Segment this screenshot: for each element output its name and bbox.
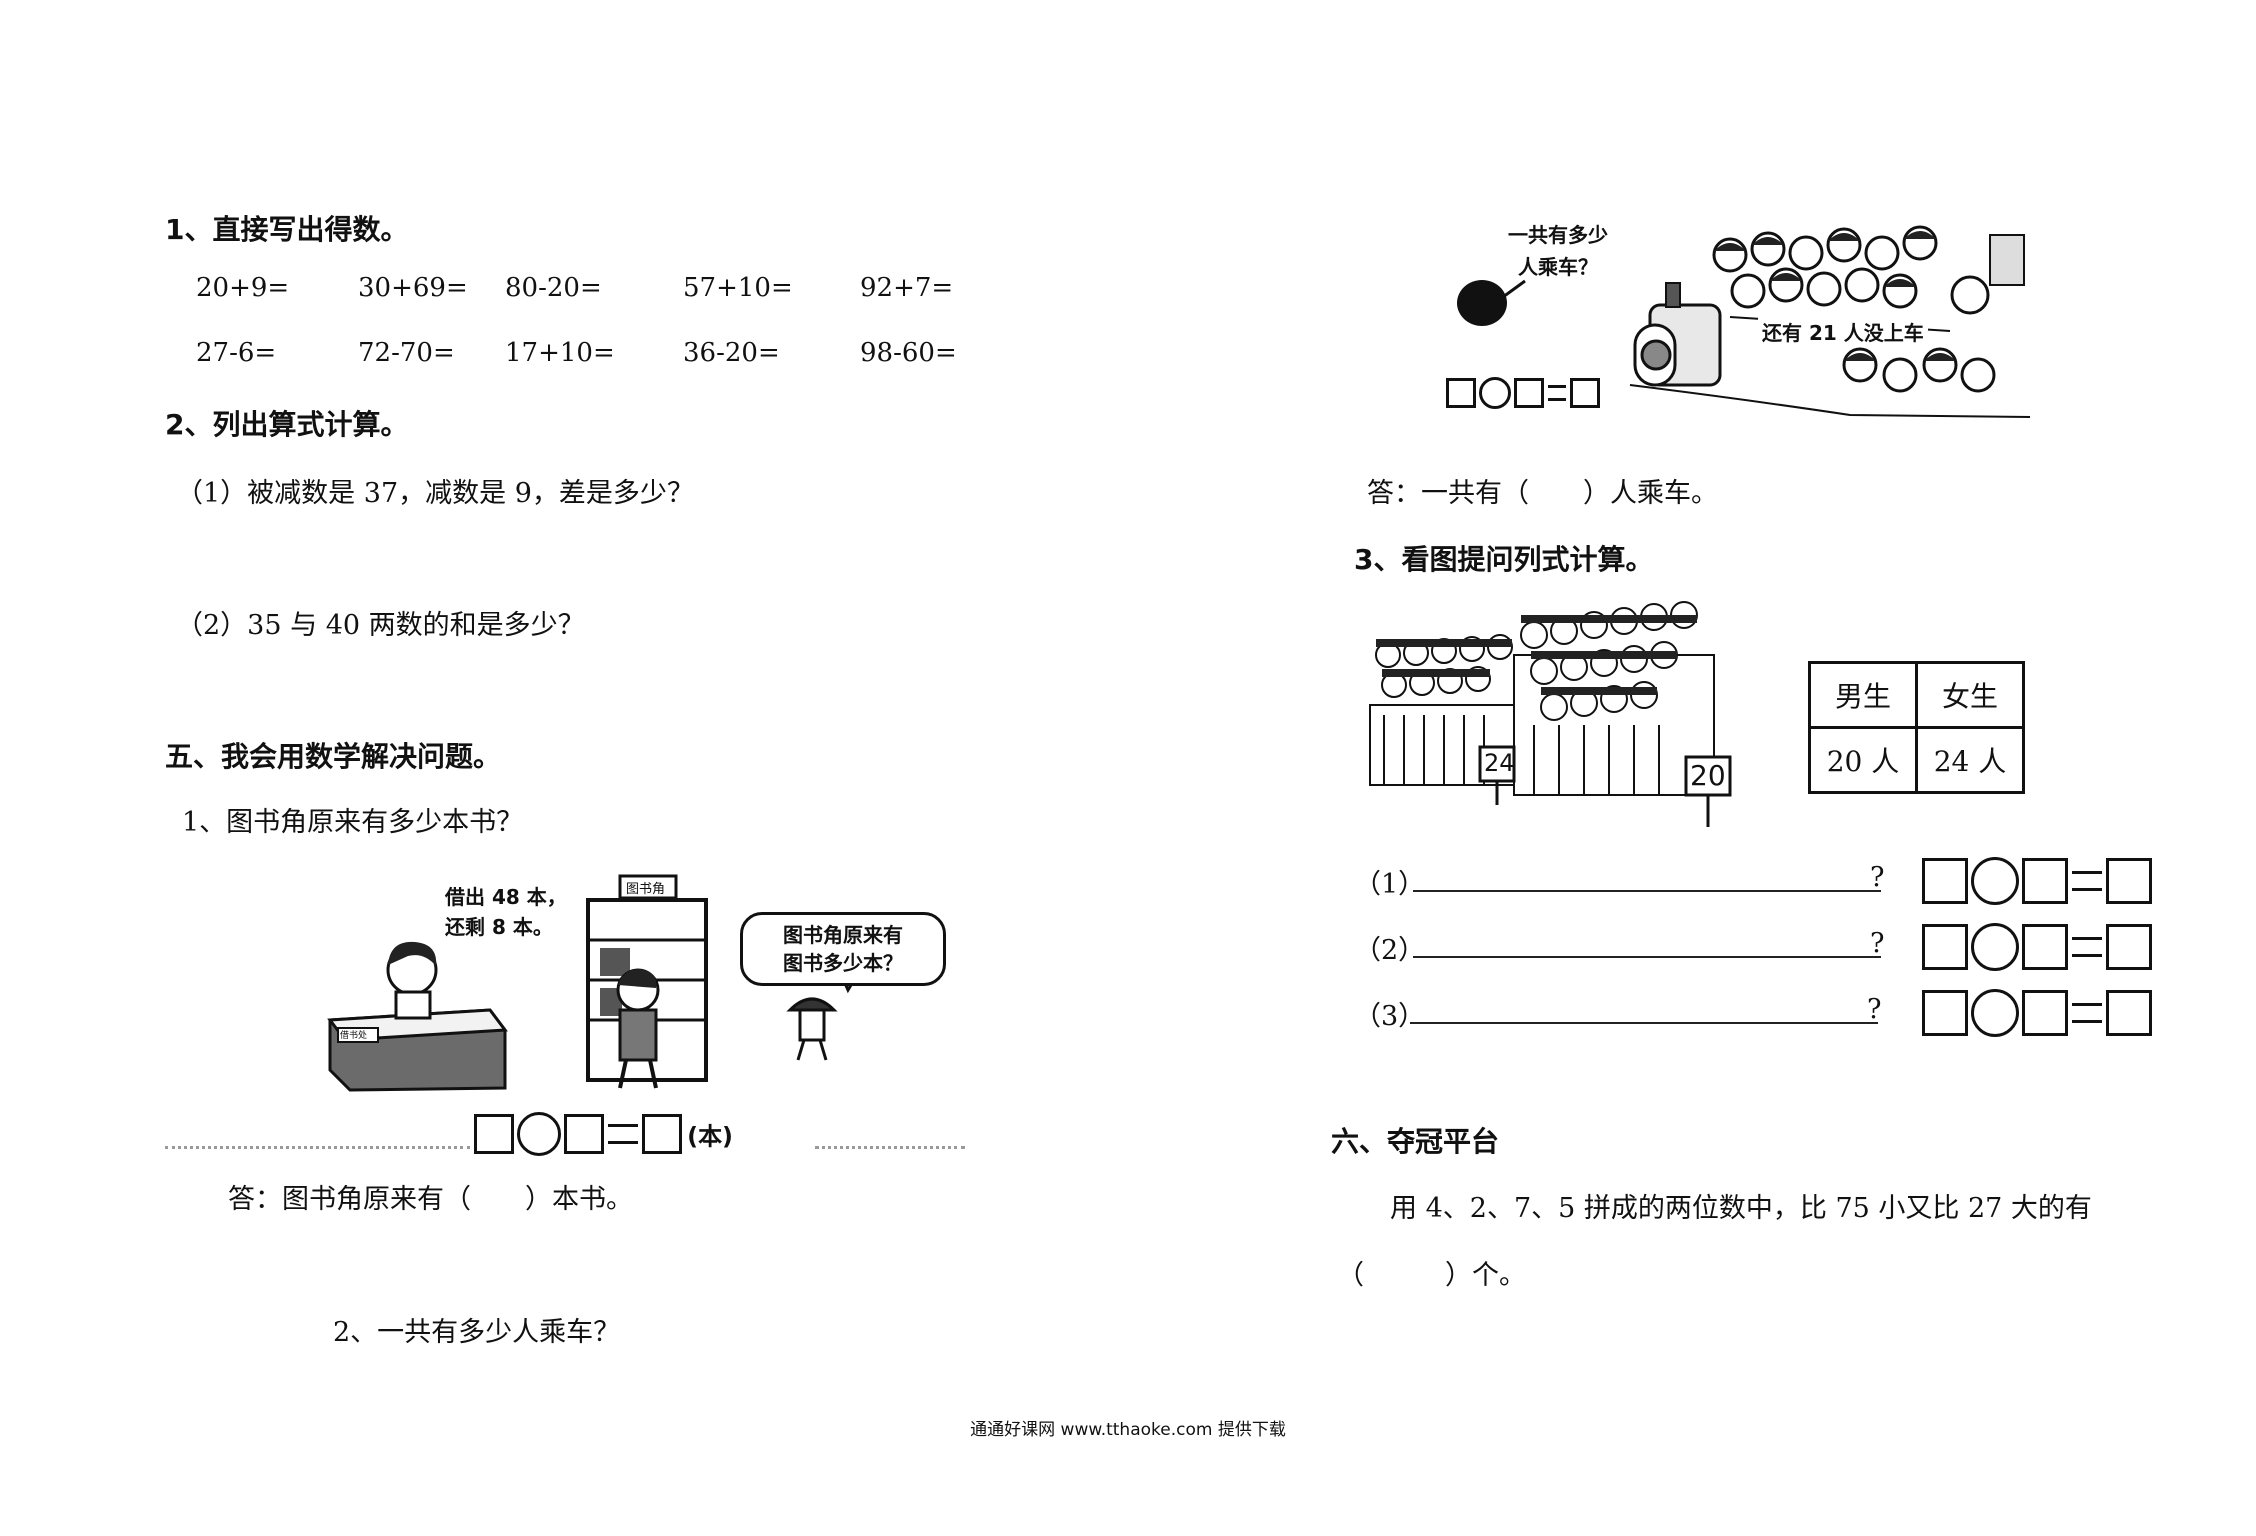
calc-item: 27-6= [196, 338, 277, 368]
shelf-sign: 图书角 [626, 882, 666, 897]
unit-label: (本) [687, 1122, 734, 1151]
section6-title: 六、夺冠平台 [1331, 1125, 1500, 1158]
question-line-label: （1） [1354, 869, 1426, 900]
question-mark: ? [1870, 928, 1885, 959]
answer-box[interactable] [2106, 858, 2152, 904]
train-answer: 答：一共有（ ）人乘车。 [1367, 478, 1718, 509]
s5-problem2: 2、一共有多少人乘车？ [333, 1317, 621, 1348]
boy-speech: 借出 48 本， 还剩 8 本。 [445, 885, 567, 939]
answer-box[interactable] [2022, 858, 2068, 904]
answer-box[interactable] [1446, 378, 1476, 408]
operator-circle[interactable] [1479, 377, 1511, 409]
answer-box[interactable] [1922, 924, 1968, 970]
question-mark: ? [1870, 862, 1885, 893]
question-line-label: （2） [1354, 935, 1426, 966]
s6-blank: （ ）个。 [1337, 1260, 1526, 1291]
table-header-boys: 男生 [1808, 661, 1918, 729]
calc-item: 36-20= [683, 338, 780, 368]
q1-title: 1、直接写出得数。 [165, 213, 409, 246]
table-value-girls: 24 人 [1915, 726, 2025, 794]
answer-box[interactable] [2022, 990, 2068, 1036]
q2-title: 2、列出算式计算。 [165, 408, 409, 441]
library-drawing [327, 874, 863, 1092]
operator-circle[interactable] [1971, 989, 2019, 1037]
calc-item: 30+69= [358, 273, 468, 303]
train-speech: 一共有多少 人乘车？ [1508, 223, 1608, 279]
calc-item: 98-60= [860, 338, 957, 368]
question-line-blank[interactable] [1413, 890, 1881, 892]
answer-box[interactable] [1570, 378, 1600, 408]
question-line-blank[interactable] [1413, 956, 1881, 958]
dotted-divider [815, 1146, 965, 1149]
s5-answer1: 答：图书角原来有（ ）本书。 [228, 1184, 633, 1215]
calc-item: 92+7= [860, 273, 954, 303]
equation-boxes [1922, 923, 2152, 971]
equation-boxes [1922, 989, 2152, 1037]
calc-item: 80-20= [505, 273, 602, 303]
calc-item: 72-70= [358, 338, 455, 368]
question-line-blank[interactable] [1410, 1022, 1878, 1024]
equals-sign [2072, 871, 2102, 891]
desk-sign: 借书处 [340, 1031, 368, 1041]
equation-boxes [1922, 857, 2152, 905]
q3-title: 3、看图提问列式计算。 [1354, 543, 1654, 576]
mushroom-speech: 图书角原来有 图书多少本？ [740, 912, 946, 986]
library-illustration: 借出 48 本， 还剩 8 本。 图书角 借书处 图书角原来有 [320, 870, 960, 1100]
answer-box[interactable] [2106, 924, 2152, 970]
sign-girls-count: 20 [1690, 759, 1726, 792]
equals-sign [2072, 937, 2102, 957]
answer-box[interactable] [474, 1114, 514, 1154]
equals-sign [608, 1124, 638, 1144]
operator-circle[interactable] [517, 1112, 561, 1156]
section5-title: 五、我会用数学解决问题。 [165, 740, 502, 773]
s6-question: 用 4、2、7、5 拼成的两位数中，比 75 小又比 27 大的有 [1390, 1193, 2092, 1224]
question-line-label: （3） [1354, 1001, 1426, 1032]
answer-box[interactable] [2022, 924, 2068, 970]
answer-box[interactable] [1922, 990, 1968, 1036]
footer-credit: 通通好课网 www.tthaoke.com 提供下载 [970, 1420, 1286, 1440]
students-drawing [1369, 601, 1732, 827]
train-equation [1446, 377, 1600, 409]
operator-circle[interactable] [1971, 857, 2019, 905]
dotted-divider [165, 1146, 470, 1149]
q2-part2: （2）35 与 40 两数的和是多少？ [176, 610, 585, 641]
q2-part1: （1）被减数是 37，减数是 9，差是多少？ [176, 478, 694, 509]
s5-problem1: 1、图书角原来有多少本书？ [182, 807, 524, 838]
operator-circle[interactable] [1971, 923, 2019, 971]
equation-boxes: (本) [474, 1112, 733, 1156]
train-banner: 还有 21 人没上车 [1758, 317, 1928, 346]
calc-item: 20+9= [196, 273, 290, 303]
students-illustration: 24 20 [1364, 595, 1764, 840]
answer-box[interactable] [2106, 990, 2152, 1036]
equals-sign [1548, 385, 1566, 401]
table-value-boys: 20 人 [1808, 726, 1918, 794]
answer-box[interactable] [1922, 858, 1968, 904]
answer-box[interactable] [564, 1114, 604, 1154]
sign-boys-count: 24 [1484, 749, 1515, 777]
question-mark: ? [1867, 994, 1882, 1025]
answer-box[interactable] [642, 1114, 682, 1154]
equals-sign [2072, 1003, 2102, 1023]
table-header-girls: 女生 [1915, 661, 2025, 729]
calc-item: 57+10= [683, 273, 793, 303]
gender-table: 男生 女生 20 人 24 人 [1808, 661, 2025, 794]
answer-box[interactable] [1514, 378, 1544, 408]
calc-item: 17+10= [505, 338, 615, 368]
train-illustration: 一共有多少 人乘车？ 还有 21 人没上车 [1430, 205, 2045, 435]
